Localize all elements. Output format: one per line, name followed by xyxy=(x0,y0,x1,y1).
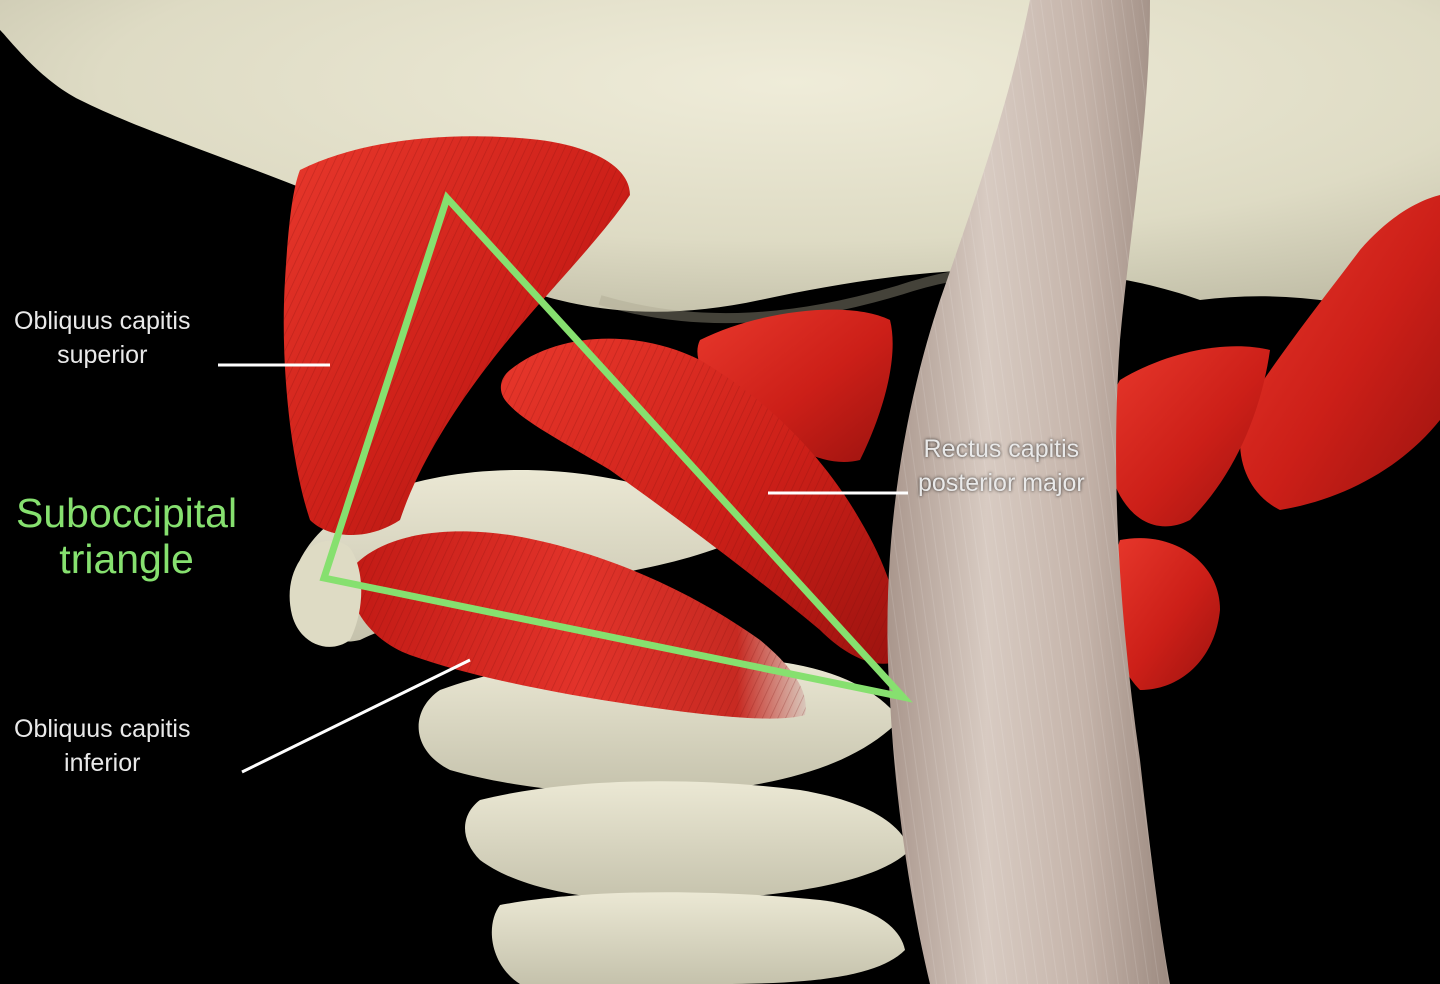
label-line: Obliquus capitis xyxy=(14,307,191,335)
label-suboccipital-triangle: Suboccipital triangle xyxy=(16,490,237,582)
contralateral-muscle-upper xyxy=(1240,195,1440,510)
label-line: posterior major xyxy=(918,469,1085,497)
occipital-bone xyxy=(0,0,1440,330)
label-obliquus-capitis-superior: Obliquus capitis superior xyxy=(14,304,190,372)
label-line: inferior xyxy=(64,749,141,777)
label-line: triangle xyxy=(59,536,194,582)
label-line: Suboccipital xyxy=(16,490,238,536)
label-line: Obliquus capitis xyxy=(14,715,191,743)
label-rectus-capitis-posterior-major: Rectus capitis posterior major xyxy=(918,432,1085,500)
label-line: Rectus capitis xyxy=(923,435,1080,463)
contralateral-muscle-lower xyxy=(1109,538,1220,690)
rectus-capitis-minor-muscle xyxy=(697,309,893,462)
label-obliquus-capitis-inferior: Obliquus capitis inferior xyxy=(14,712,190,780)
leader-line-obliquus-inferior xyxy=(241,658,471,774)
contralateral-muscle-middle xyxy=(1107,346,1270,527)
cervical-vertebra-4 xyxy=(491,892,905,984)
atlas-transverse-process xyxy=(289,540,362,647)
cervical-vertebra-3 xyxy=(465,781,910,901)
label-line: superior xyxy=(57,341,148,369)
suboccipital-triangle-outline xyxy=(319,191,913,703)
